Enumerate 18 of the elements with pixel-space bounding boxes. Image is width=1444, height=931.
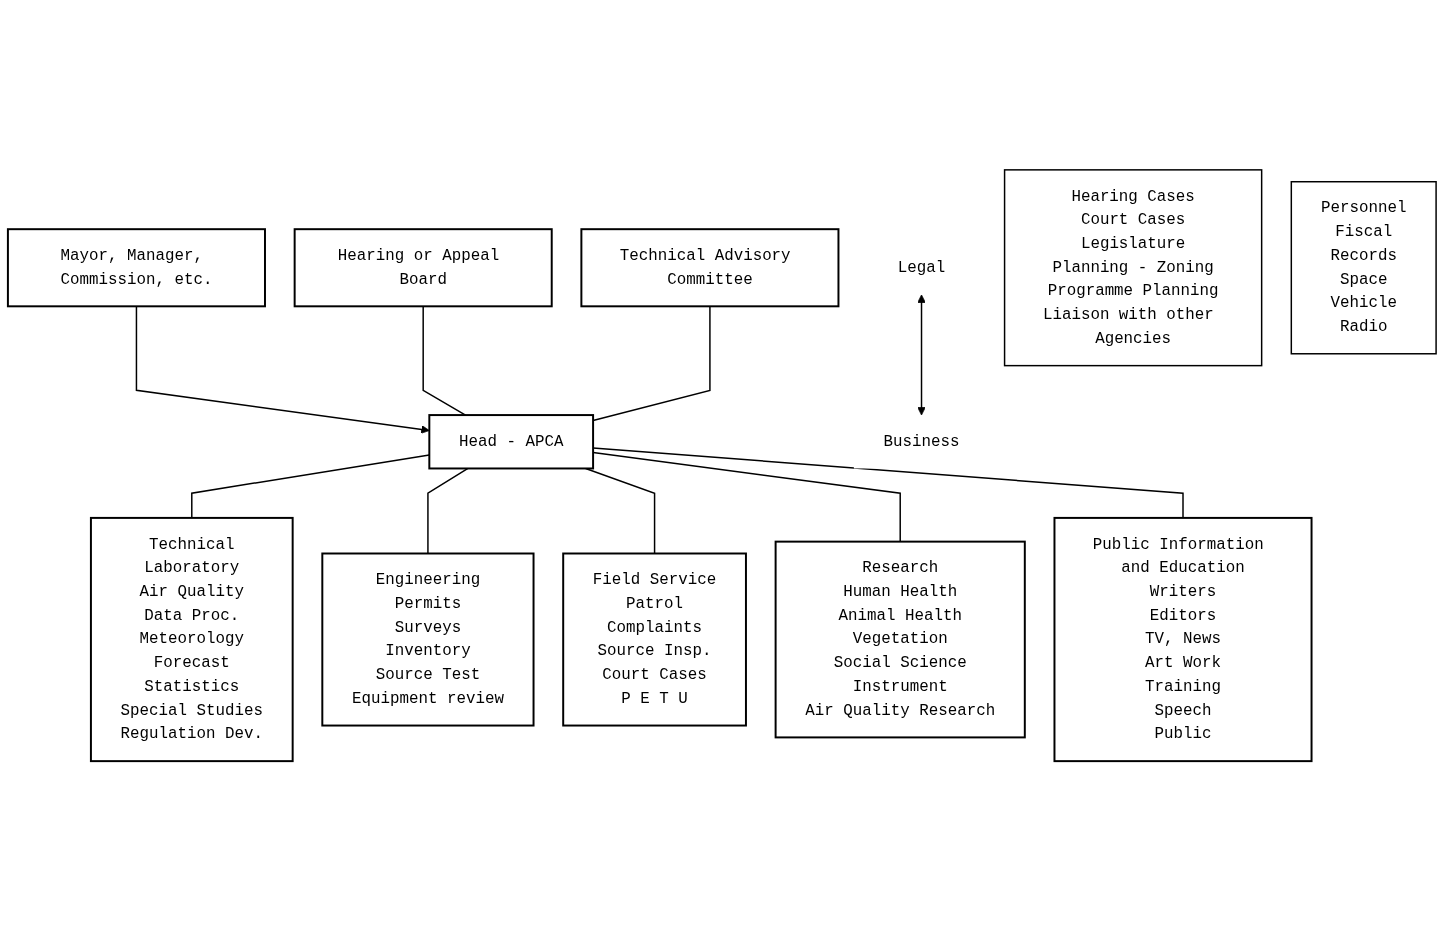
node-box: Engineering Permits Surveys Inventory Source Test Equipment review <box>321 552 535 727</box>
node-box: Technical Advisory Committee <box>580 228 840 308</box>
node-box: Personnel Fiscal Records Space Vehicle Radio <box>1290 181 1437 355</box>
arrow <box>917 294 926 416</box>
node-box: Hearing Cases Court Cases Legislature Planning - Zoning Programme Planning Liaison with other Agencies <box>1003 169 1263 367</box>
node-text: Business <box>883 432 960 451</box>
node-box: Hearing or Appeal Board <box>293 228 553 308</box>
node-text: Legal <box>897 258 946 277</box>
node-box: Mayor, Manager, Commission, etc. <box>6 228 266 308</box>
node-box: Head - APCA <box>428 414 595 470</box>
connector <box>422 305 467 416</box>
connector <box>427 467 469 555</box>
connector <box>584 467 656 555</box>
node-box: Research Human Health Animal Health Vegetation Social Science Instrument Air Quality Research <box>774 540 1026 739</box>
node-box: Field Service Patrol Complaints Source Insp. Court Cases P E T U <box>562 552 747 727</box>
node-box: Public Information and Education Writers Editors TV, News Art Work Training Speech Public <box>1053 516 1313 763</box>
node-box: Technical Laboratory Air Quality Data Proc. Meteorology Forecast Statistics Special Studies Regulation Dev. <box>89 516 294 763</box>
arrow <box>135 305 430 434</box>
